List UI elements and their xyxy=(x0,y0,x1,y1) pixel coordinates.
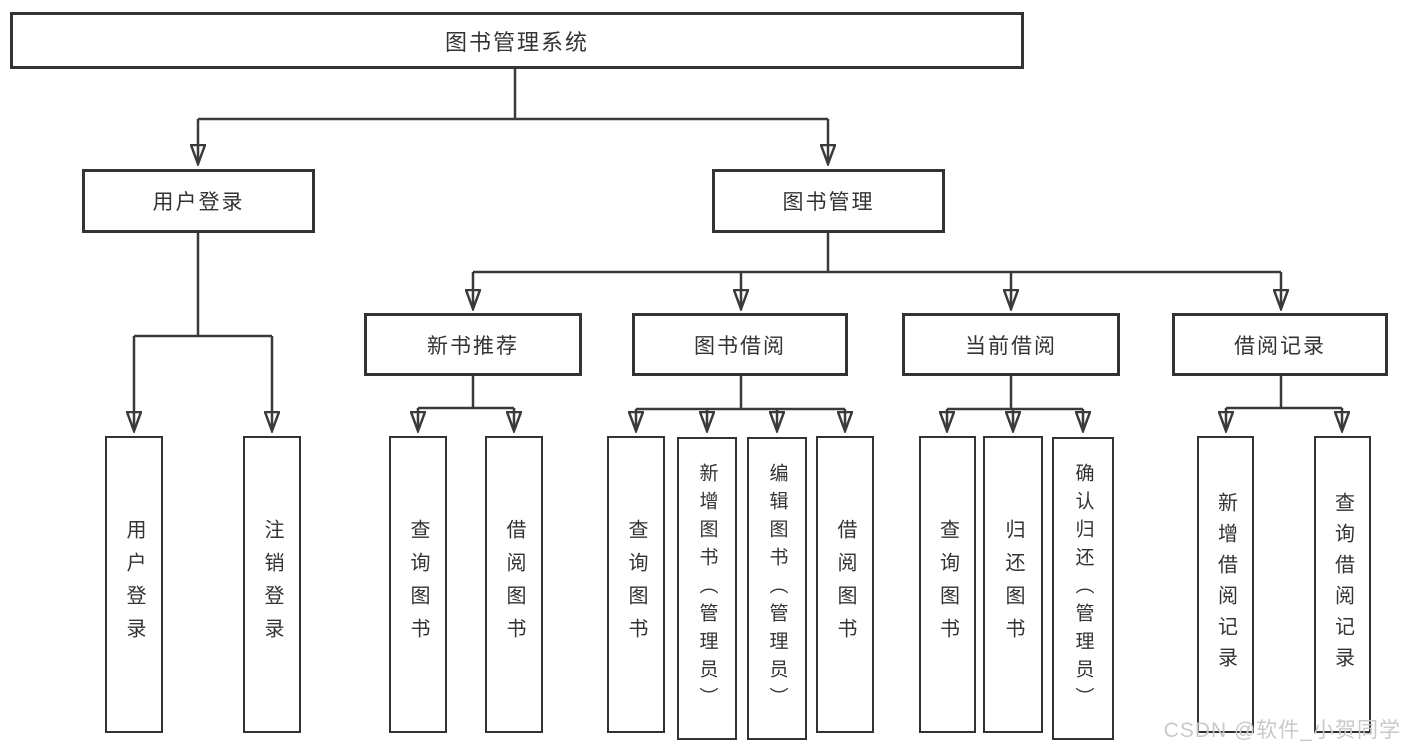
node-borrow-record: 借阅记录 xyxy=(1172,313,1388,376)
leaf-label: 新增借阅记录 xyxy=(1214,491,1237,678)
node-book-management-label: 图书管理 xyxy=(782,191,875,214)
node-leaf-logout: 注销登录 xyxy=(243,436,301,733)
node-book-borrow-label: 图书借阅 xyxy=(694,334,786,358)
node-user-login: 用户登录 xyxy=(82,169,315,233)
node-book-management: 图书管理 xyxy=(712,169,945,233)
connector-user-login-subtree xyxy=(134,233,272,431)
node-book-borrow: 图书借阅 xyxy=(632,313,848,376)
connector-book-borrow-subtree xyxy=(636,376,845,431)
connector-current-borrow-subtree xyxy=(947,376,1083,431)
node-new-book-recommend: 新书推荐 xyxy=(364,313,582,376)
node-leaf-confirm-return-admin: 确认归还（管理员） xyxy=(1052,437,1114,740)
node-leaf-borrow-book-1: 借阅图书 xyxy=(485,436,543,733)
connector-new-book-subtree xyxy=(418,376,514,431)
leaf-label: 查询图书 xyxy=(936,518,959,651)
leaf-label: 确认归还（管理员） xyxy=(1072,462,1094,715)
connector-root-to-level2 xyxy=(198,69,828,164)
node-current-borrow-label: 当前借阅 xyxy=(965,334,1057,358)
leaf-label: 新增图书（管理员） xyxy=(696,462,718,715)
node-leaf-return-book: 归还图书 xyxy=(983,436,1043,733)
node-leaf-user-login: 用户登录 xyxy=(105,436,163,733)
leaf-label: 借阅图书 xyxy=(503,518,525,651)
csdn-watermark: CSDN @软件_小贺同学 xyxy=(1163,719,1401,742)
node-current-borrow: 当前借阅 xyxy=(902,313,1120,376)
leaf-label: 借阅图书 xyxy=(834,518,856,651)
connector-book-management-to-level3 xyxy=(473,233,1281,309)
node-root: 图书管理系统 xyxy=(10,12,1024,69)
leaf-label: 注销登录 xyxy=(261,518,283,651)
node-leaf-query-borrow-record: 查询借阅记录 xyxy=(1314,436,1371,733)
node-leaf-add-borrow-record: 新增借阅记录 xyxy=(1197,436,1254,733)
node-root-label: 图书管理系统 xyxy=(444,29,589,55)
leaf-label: 查询图书 xyxy=(625,518,647,651)
leaf-label: 编辑图书（管理员） xyxy=(766,462,788,715)
node-borrow-record-label: 借阅记录 xyxy=(1234,334,1326,358)
leaf-label: 查询借阅记录 xyxy=(1331,491,1354,678)
node-leaf-query-book-3: 查询图书 xyxy=(919,436,976,733)
leaf-label: 归还图书 xyxy=(1002,518,1024,651)
connector-borrow-record-subtree xyxy=(1226,376,1342,431)
leaf-label: 查询图书 xyxy=(407,518,429,651)
node-leaf-edit-book-admin: 编辑图书（管理员） xyxy=(747,437,807,740)
node-leaf-add-book-admin: 新增图书（管理员） xyxy=(677,437,737,740)
node-leaf-borrow-book-2: 借阅图书 xyxy=(816,436,874,733)
node-leaf-query-book-1: 查询图书 xyxy=(389,436,447,733)
node-leaf-query-book-2: 查询图书 xyxy=(607,436,665,733)
node-new-book-recommend-label: 新书推荐 xyxy=(427,334,519,358)
node-user-login-label: 用户登录 xyxy=(152,191,245,214)
leaf-label: 用户登录 xyxy=(123,518,145,651)
